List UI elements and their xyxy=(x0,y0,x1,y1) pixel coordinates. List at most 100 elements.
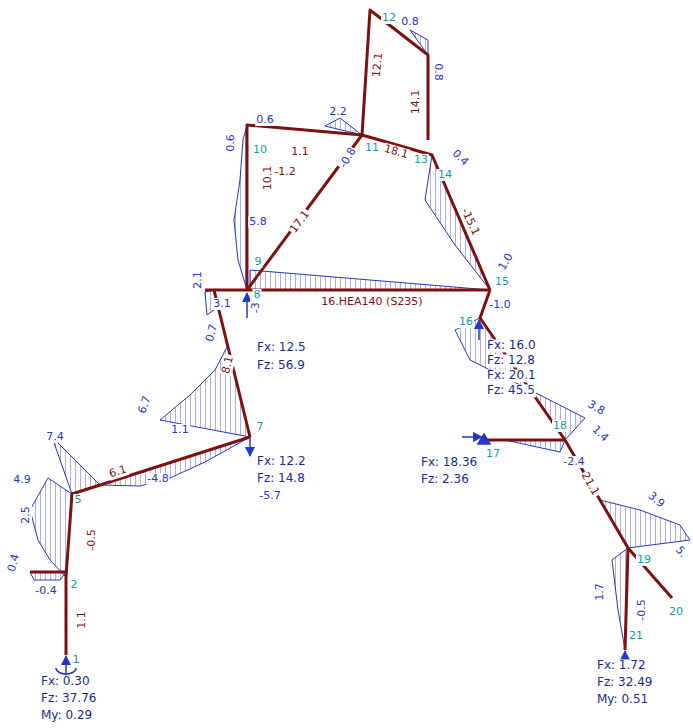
moment-value: -0.8 xyxy=(337,145,359,171)
moment-value: -0.4 xyxy=(34,585,57,597)
moment-value: 0.6 xyxy=(225,133,237,153)
moment-area xyxy=(52,437,100,494)
moment-value: 0.4 xyxy=(449,147,471,169)
member-value: 21.1 xyxy=(578,470,602,499)
frame-member xyxy=(628,548,672,598)
moment-value: 2.2 xyxy=(328,106,348,118)
moment-value: -2.4 xyxy=(562,456,585,468)
reaction-value: Fx: 18.36 xyxy=(420,456,478,469)
node-number: 5 xyxy=(74,494,83,506)
support-reactions xyxy=(56,293,635,676)
member-value: 1.1 xyxy=(290,146,310,158)
frame-member xyxy=(214,290,250,437)
frame-member xyxy=(66,494,72,655)
moment-value: 0.8 xyxy=(432,62,444,82)
member-value: 17.1 xyxy=(287,208,313,236)
member-value: 1.1 xyxy=(76,610,88,630)
moment-area xyxy=(505,440,565,452)
moment-value: 6.7 xyxy=(136,394,154,416)
frame-member xyxy=(247,125,362,290)
member-value: 14.1 xyxy=(410,89,422,116)
moment-value: 2.5 xyxy=(20,505,32,525)
moment-value: 2.1 xyxy=(192,270,204,290)
moment-area xyxy=(455,318,585,440)
member-value: 16.HEA140 (S235) xyxy=(320,296,423,308)
frame-member xyxy=(362,135,490,290)
reaction-value: Fx: 0.30 xyxy=(40,675,91,688)
node-number: 12 xyxy=(381,12,397,24)
moment-value: 0.6 xyxy=(255,114,275,126)
frame-member xyxy=(72,437,250,494)
frame-member xyxy=(484,439,565,442)
reaction-value: Fz: 37.76 xyxy=(40,692,97,705)
moment-value: 1.7 xyxy=(594,582,606,602)
moment-value: 0.7 xyxy=(204,322,220,344)
support-symbol xyxy=(462,436,482,438)
moment-value: 1.1 xyxy=(170,424,190,436)
moment-value: 3.8 xyxy=(585,398,608,418)
moment-value: 0.4 xyxy=(6,552,23,574)
frame-member xyxy=(247,135,362,290)
moment-value: 3.9 xyxy=(645,489,668,511)
reaction-value: Fx: 12.2 xyxy=(256,455,307,468)
reaction-value: My: 0.51 xyxy=(596,693,649,706)
support-symbol xyxy=(249,437,251,456)
node-number: 11 xyxy=(364,142,380,154)
node-number: 17 xyxy=(485,448,501,460)
moment-diagram xyxy=(30,30,690,650)
reaction-value: Fx: 1.72 xyxy=(596,659,647,672)
reaction-value: Fx: 16.0 xyxy=(486,339,537,352)
reaction-value: Fz: 56.9 xyxy=(256,359,306,372)
member-value: 18.1 xyxy=(382,143,411,162)
node-number: 15 xyxy=(494,276,510,288)
node-number: 19 xyxy=(636,554,652,566)
frame-member xyxy=(480,290,628,650)
frame-member xyxy=(362,10,428,140)
node-number: 9 xyxy=(254,256,263,268)
node-number: 20 xyxy=(668,606,684,618)
reaction-value: Fz: 14.8 xyxy=(256,472,306,485)
moment-value: 3.1 xyxy=(212,298,232,310)
support-symbol xyxy=(56,668,76,674)
member-value: -1.2 xyxy=(273,166,296,178)
reaction-value: Fx: 12.5 xyxy=(256,341,307,354)
frame-member xyxy=(30,571,66,574)
reaction-value: Fz: 2.36 xyxy=(420,473,470,486)
reaction-value: Fz: 45.5 xyxy=(486,384,536,397)
moment-value: 0.8 xyxy=(400,16,420,28)
moment-value: -0.5 xyxy=(636,598,648,621)
node-number: 18 xyxy=(552,420,568,432)
moment-value: 5.8 xyxy=(248,216,268,228)
node-number: 14 xyxy=(437,169,453,181)
moment-area xyxy=(30,572,66,580)
support-symbol xyxy=(65,656,67,676)
support-symbol xyxy=(478,320,480,340)
support-symbol xyxy=(478,434,490,444)
moment-value: -4.8 xyxy=(146,473,169,485)
reaction-value: Fz: 12.8 xyxy=(486,354,536,367)
node-number: 16 xyxy=(458,316,474,328)
moment-value: 7.4 xyxy=(45,431,65,443)
reaction-value: Fz: 32.49 xyxy=(596,676,653,689)
node-number: 7 xyxy=(256,421,265,433)
moment-value: -5.7 xyxy=(258,490,281,502)
support-symbol xyxy=(246,293,248,318)
node-number: 2 xyxy=(70,579,79,591)
member-value: -0.5 xyxy=(86,528,98,551)
moment-value: 1.4 xyxy=(589,423,611,445)
reaction-value: Fx: 20.1 xyxy=(486,369,537,382)
reaction-value: My: 0.29 xyxy=(40,709,93,722)
node-number: 13 xyxy=(413,154,429,166)
node-number: 21 xyxy=(628,630,644,642)
node-number: 10 xyxy=(252,144,268,156)
moment-value: 1.0 xyxy=(496,251,516,274)
moment-value: 5. xyxy=(672,543,689,560)
node-number: 8 xyxy=(253,289,262,301)
node-number: 1 xyxy=(72,654,81,666)
moment-area xyxy=(250,270,490,290)
member-value: 10.1 xyxy=(262,165,274,192)
moment-area xyxy=(160,345,250,437)
moment-value: 4.9 xyxy=(12,474,32,486)
frame-members xyxy=(30,10,672,655)
